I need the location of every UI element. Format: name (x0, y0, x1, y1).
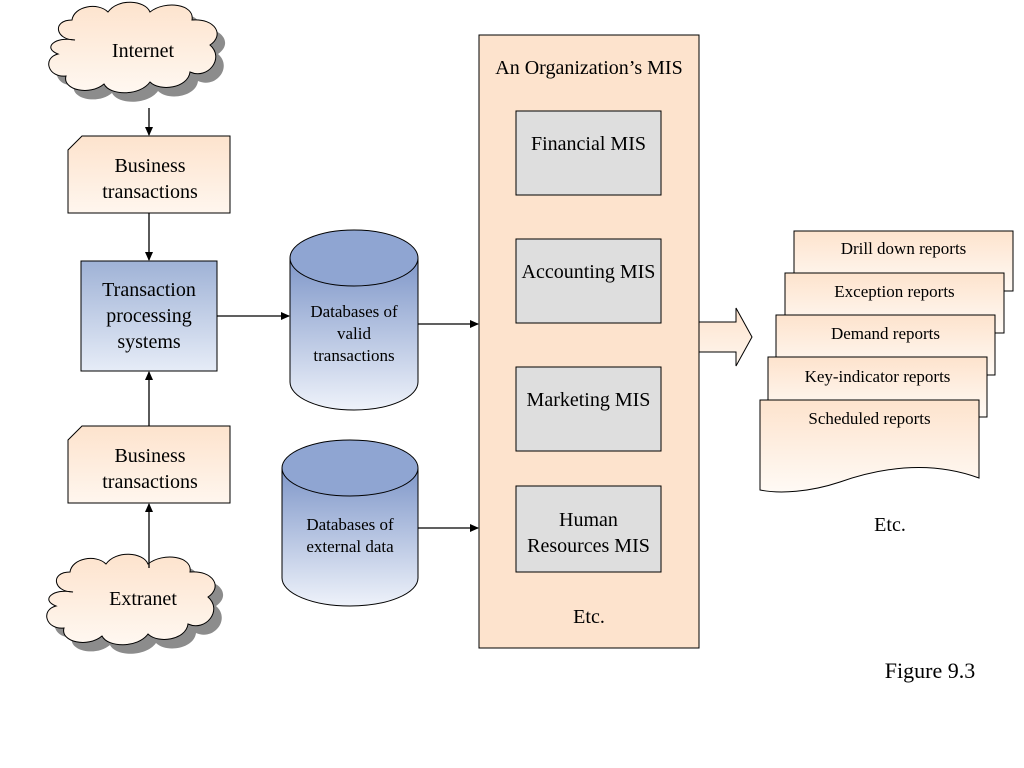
hr-mis-label: Human Resources MIS (527, 509, 650, 557)
financial-mis-box (515, 110, 662, 196)
report-key-indicator-label: Key-indicator reports (804, 366, 951, 386)
marketing-mis-box (515, 366, 662, 452)
business-transactions-bottom-card (67, 425, 231, 504)
financial-mis-label: Financial MIS (531, 133, 646, 155)
mis-etc-label: Etc. (573, 606, 605, 628)
report-scheduled-label: Scheduled reports (808, 408, 931, 428)
report-exception-label: Exception reports (834, 281, 955, 301)
report-doc-scheduled (759, 399, 980, 493)
hr-mis-box (515, 485, 662, 573)
internet-label: Internet (111, 40, 175, 62)
report-drill-down-label: Drill down reports (840, 238, 967, 258)
external-data-db-label: Databases of external data (306, 514, 394, 556)
accounting-mis-box (515, 238, 662, 324)
valid-transactions-db-label: Databases of valid transactions (310, 301, 398, 366)
reports-etc-label: Etc. (874, 514, 906, 536)
valid-transactions-cylinder (289, 229, 419, 411)
internet-cloud (48, 1, 226, 102)
business-transactions-bottom-label: Business transactions (102, 445, 198, 493)
tps-label: Transaction processing systems (102, 279, 196, 353)
business-transactions-top-card (67, 135, 231, 214)
business-transactions-top-label: Business transactions (102, 155, 198, 203)
mis-title: An Organization’s MIS (495, 57, 683, 79)
report-demand-label: Demand reports (830, 323, 941, 343)
accounting-mis-label: Accounting MIS (521, 261, 656, 283)
block-arrow-to-reports (698, 307, 753, 367)
extranet-cloud (46, 553, 224, 654)
extranet-label: Extranet (109, 588, 177, 610)
external-data-cylinder (281, 439, 419, 607)
marketing-mis-label: Marketing MIS (526, 389, 651, 411)
figure-caption: Figure 9.3 (884, 657, 976, 683)
